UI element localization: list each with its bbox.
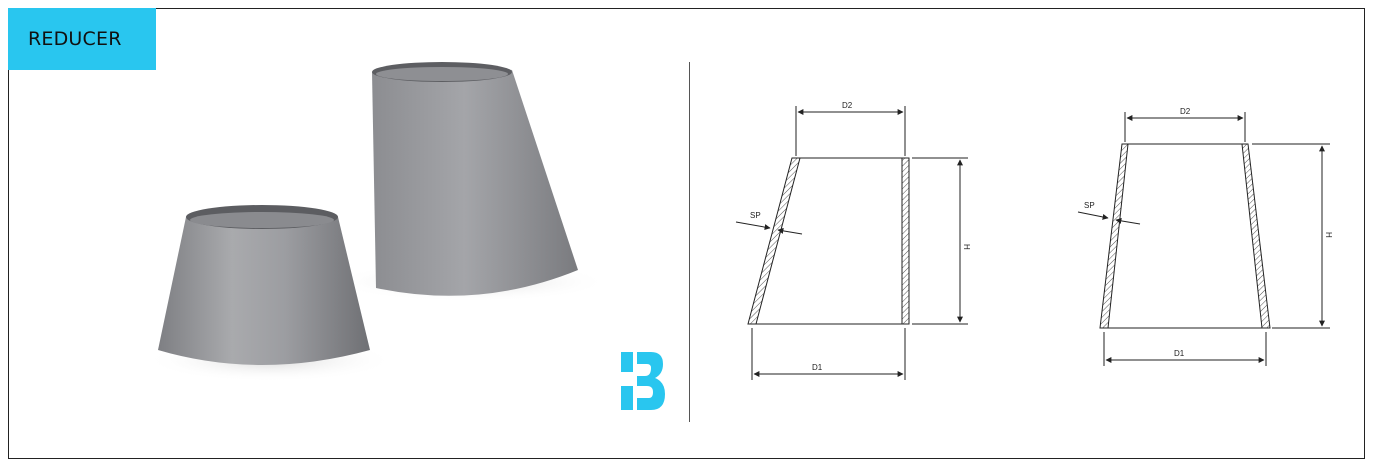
concentric-d1-label: D1 — [1174, 349, 1185, 358]
product-photo — [140, 20, 685, 440]
eccentric-sp-label: SP — [750, 211, 761, 220]
concentric-h-label: H — [1324, 232, 1333, 238]
eccentric-d1-label: D1 — [812, 363, 823, 372]
eccentric-drawing — [735, 106, 968, 380]
section-title: REDUCER — [28, 28, 122, 50]
section-badge: REDUCER — [8, 8, 156, 70]
concentric-reducer-part — [158, 205, 370, 365]
technical-drawing: D2 D1 H SP D2 D1 H SP — [712, 62, 1352, 392]
concentric-drawing — [1077, 112, 1330, 366]
concentric-d2-label: D2 — [1180, 107, 1191, 116]
concentric-sp-label: SP — [1084, 201, 1095, 210]
eccentric-d2-label: D2 — [842, 101, 853, 110]
vertical-divider — [689, 62, 690, 422]
eccentric-h-label: H — [962, 244, 971, 250]
brand-logo-icon — [621, 352, 665, 410]
eccentric-reducer-part — [372, 62, 578, 296]
